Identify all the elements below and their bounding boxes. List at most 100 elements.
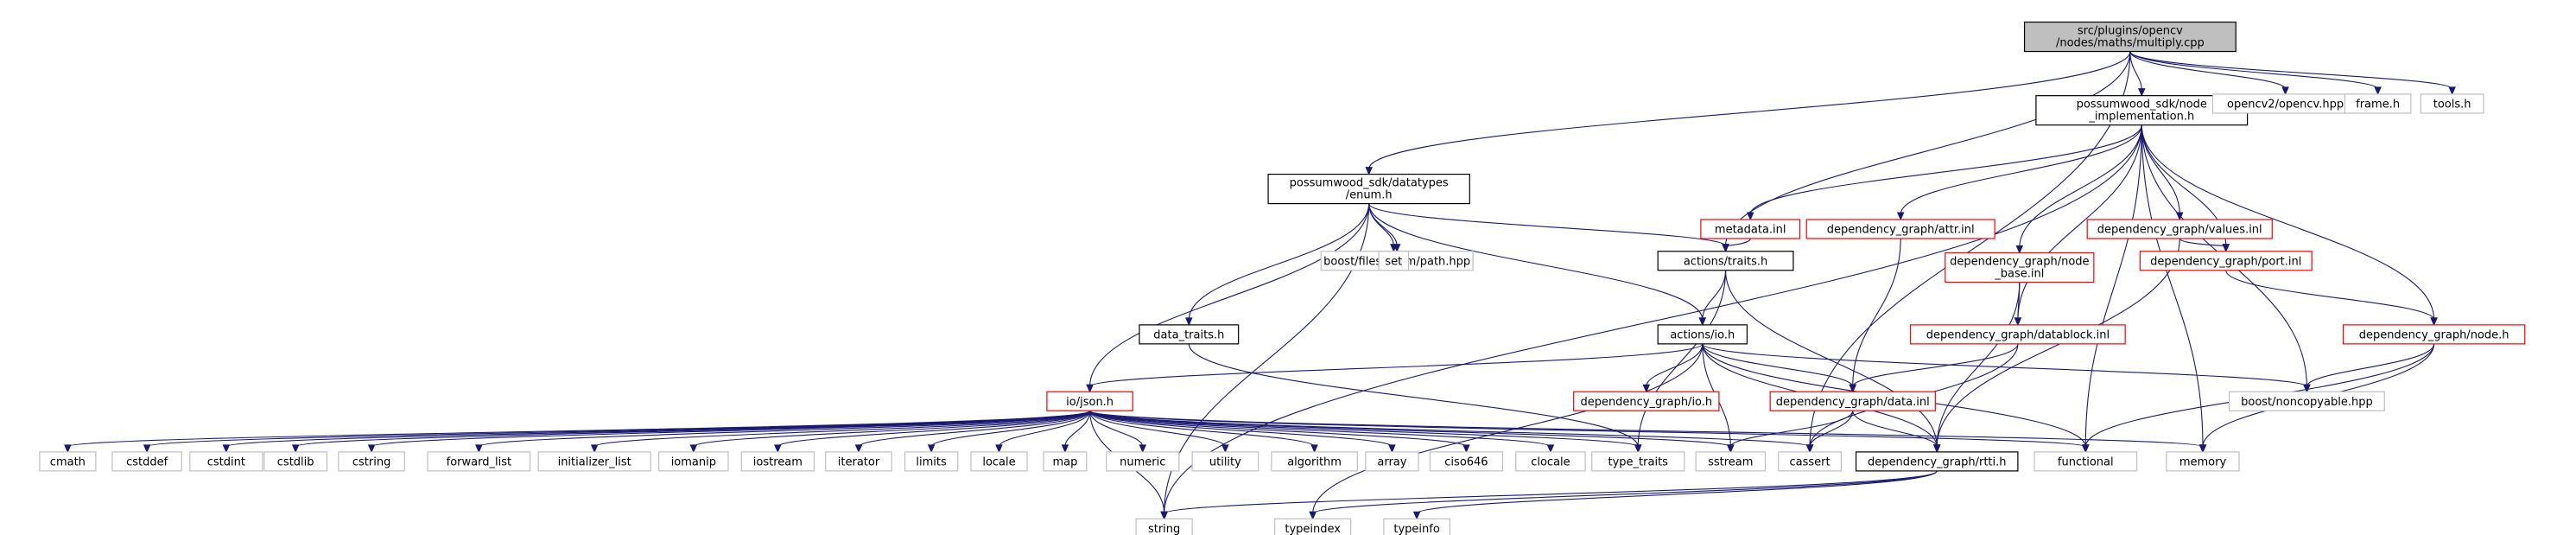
node-box bbox=[1378, 251, 1410, 271]
node-io-h[interactable]: actions/io.h bbox=[1657, 324, 1748, 345]
edge-data_inl-to-cassert bbox=[1805, 411, 1854, 454]
node-rtti-h[interactable]: dependency_graph/rtti.h bbox=[1855, 451, 2019, 472]
node-box bbox=[1429, 451, 1504, 472]
node-label-line: typeinfo bbox=[1393, 523, 1439, 535]
edge-json_h-to-clocale bbox=[1089, 410, 1555, 454]
node-node-base-inl[interactable]: dependency_graph/node_base.inl bbox=[1945, 252, 2095, 283]
node-label-line: /enum.h bbox=[1346, 189, 1393, 202]
node-label-line: type_traits bbox=[1608, 455, 1669, 468]
edge-json_h-to-functional bbox=[1089, 410, 2090, 454]
node-data-traits-h[interactable]: data_traits.h bbox=[1139, 324, 1240, 345]
edge-datablock_inl-to-data_inl bbox=[1849, 343, 2019, 393]
node-label-line: algorithm bbox=[1287, 455, 1342, 468]
edge-io_h-to-json_h bbox=[1086, 343, 1704, 393]
node-box bbox=[338, 451, 405, 472]
node-label-line: dependency_graph/attr.inl bbox=[1827, 224, 1975, 237]
node-cassert: cassert bbox=[1778, 451, 1842, 472]
node-label-line: dependency_graph/node.h bbox=[2359, 328, 2509, 341]
node-locale: locale bbox=[970, 451, 1028, 472]
edge-json_h-to-limits bbox=[927, 411, 1091, 454]
edge-enum_h-to-data_traits_h bbox=[1185, 203, 1370, 327]
node-datablock-inl[interactable]: dependency_graph/datablock.inl bbox=[1910, 324, 2126, 345]
edge-root-to-enum_h bbox=[1365, 51, 2131, 175]
edge-json_h-to-iomanip bbox=[689, 410, 1091, 454]
edge-node_impl-to-memory bbox=[2141, 124, 2207, 454]
node-label-line: numeric bbox=[1120, 455, 1165, 468]
node-clocale: clocale bbox=[1515, 451, 1586, 472]
node-label-line: dependency_graph/rtti.h bbox=[1868, 455, 2007, 468]
node-box bbox=[1043, 451, 1088, 472]
node-map: map bbox=[1043, 451, 1088, 472]
edge-rtti_h-to-string bbox=[1160, 470, 1938, 520]
node-box bbox=[2023, 21, 2237, 53]
node-enum-h[interactable]: possumwood_sdk/datatypes/enum.h bbox=[1267, 173, 1470, 205]
node-values-inl[interactable]: dependency_graph/values.inl bbox=[2086, 219, 2273, 239]
edge-enum_h-to-json_h bbox=[1086, 203, 1370, 393]
node-box bbox=[1046, 391, 1133, 411]
edge-root-to-opencv_hpp bbox=[2129, 51, 2289, 96]
edge-root-to-frame_h bbox=[2129, 51, 2382, 96]
node-data-inl[interactable]: dependency_graph/data.inl bbox=[1769, 391, 1936, 411]
node-label-line: dependency_graph/datablock.inl bbox=[1926, 328, 2110, 341]
node-box bbox=[2034, 451, 2138, 472]
node-box bbox=[263, 451, 328, 472]
node-label-line: _implementation.h bbox=[2088, 111, 2194, 124]
node-type-traits: type_traits bbox=[1591, 451, 1685, 472]
node-box bbox=[658, 451, 729, 472]
node-label-line: sstream bbox=[1708, 455, 1753, 468]
node-iostream: iostream bbox=[740, 451, 815, 472]
edge-json_h-to-cstring bbox=[367, 410, 1091, 454]
node-box bbox=[2166, 451, 2240, 472]
node-box bbox=[1191, 451, 1259, 472]
node-label-line: string bbox=[1148, 523, 1180, 535]
node-box bbox=[1591, 451, 1685, 472]
node-label-line: data_traits.h bbox=[1153, 328, 1224, 341]
edge-node_impl-to-values_inl bbox=[2141, 124, 2184, 221]
node-tools-h: tools.h bbox=[2420, 93, 2484, 114]
node-label-line: opencv2/opencv.hpp bbox=[2227, 98, 2344, 111]
node-label-line: actions/traits.h bbox=[1684, 255, 1767, 268]
node-attr-inl[interactable]: dependency_graph/attr.inl bbox=[1805, 219, 1995, 239]
node-limits: limits bbox=[904, 451, 959, 472]
node-node-h[interactable]: dependency_graph/node.h bbox=[2342, 324, 2526, 345]
edge-data_inl-to-rtti_h bbox=[1852, 411, 1941, 454]
node-dg-io-h[interactable]: dependency_graph/io.h bbox=[1573, 391, 1720, 411]
node-label-line: dependency_graph/io.h bbox=[1580, 396, 1712, 409]
node-cstring: cstring bbox=[338, 451, 405, 472]
node-label-line: tools.h bbox=[2433, 98, 2471, 111]
node-cstddef: cstddef bbox=[111, 451, 182, 472]
edge-rtti_h-to-typeindex bbox=[1309, 470, 1938, 520]
node-label-line: boost/noncopyable.hpp bbox=[2241, 396, 2373, 409]
node-box bbox=[1267, 173, 1470, 205]
node-box bbox=[427, 451, 531, 472]
edge-json_h-to-memory bbox=[1089, 410, 2207, 454]
node-label-line: clocale bbox=[1531, 455, 1570, 468]
node-forward-list: forward_list bbox=[427, 451, 531, 472]
edge-data_inl-to-sstream bbox=[1727, 411, 1854, 454]
node-label-line: _base.inl bbox=[1994, 268, 2044, 281]
node-label-line: array bbox=[1377, 455, 1406, 468]
node-port-inl[interactable]: dependency_graph/port.inl bbox=[2139, 251, 2313, 271]
node-root[interactable]: src/plugins/opencv/nodes/maths/multiply.… bbox=[2023, 21, 2237, 53]
node-algorithm: algorithm bbox=[1271, 451, 1358, 472]
node-label-line: cstring bbox=[352, 455, 390, 468]
node-json-h[interactable]: io/json.h bbox=[1046, 391, 1133, 411]
edge-json_h-to-array bbox=[1089, 410, 1396, 454]
node-box bbox=[1910, 324, 2126, 345]
node-metadata-inl[interactable]: metadata.inl bbox=[1700, 219, 1801, 239]
edge-json_h-to-forward_list bbox=[475, 410, 1091, 454]
node-box bbox=[1657, 251, 1794, 271]
edge-node_impl-to-node_base_inl bbox=[2015, 124, 2142, 254]
edge-json_h-to-map bbox=[1061, 411, 1091, 454]
edge-json_h-to-utility bbox=[1089, 411, 1229, 454]
edge-attr_inl-to-data_inl bbox=[1849, 239, 1901, 393]
node-traits-h[interactable]: actions/traits.h bbox=[1657, 251, 1794, 271]
node-box bbox=[189, 451, 263, 472]
node-label-line: functional bbox=[2058, 455, 2114, 468]
node-box bbox=[1274, 518, 1352, 535]
edge-rtti_h-to-typeinfo bbox=[1412, 470, 1938, 520]
node-label-line: src/plugins/opencv bbox=[2078, 25, 2183, 38]
node-array: array bbox=[1365, 451, 1419, 472]
edge-json_h-to-iterator bbox=[854, 410, 1091, 454]
